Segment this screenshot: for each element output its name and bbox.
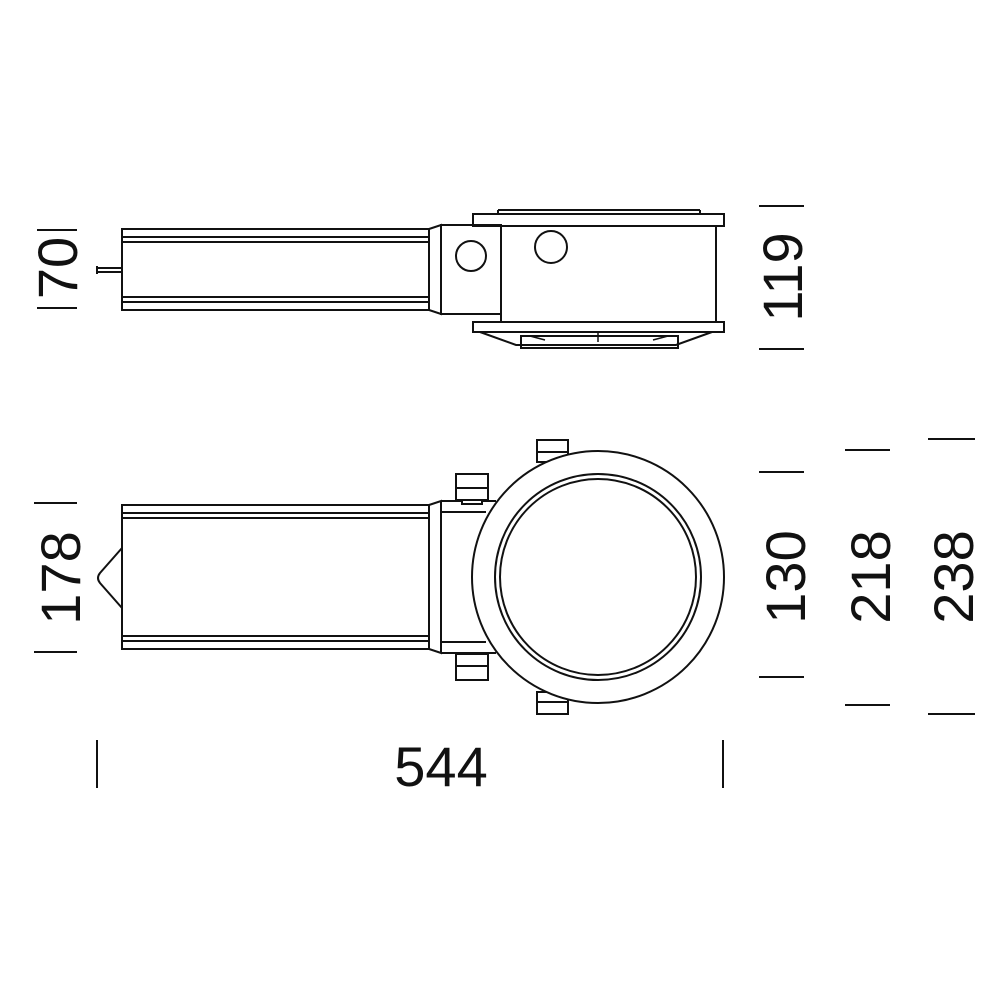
dim-label-70: 70 bbox=[26, 237, 89, 299]
dimension-119: 119 bbox=[751, 205, 814, 350]
dimension-238: 238 bbox=[922, 438, 985, 715]
dim-label-238: 238 bbox=[922, 530, 985, 623]
dim-label-218: 218 bbox=[839, 530, 902, 623]
dimension-218: 218 bbox=[839, 449, 902, 706]
dimension-130: 130 bbox=[754, 471, 817, 678]
dim-label-119: 119 bbox=[751, 232, 814, 321]
dimension-178: 178 bbox=[29, 502, 92, 653]
side-view bbox=[96, 209, 725, 349]
dim-label-544: 544 bbox=[394, 735, 487, 798]
dim-label-178: 178 bbox=[29, 531, 92, 624]
dimension-544: 544 bbox=[96, 735, 724, 798]
dimension-70: 70 bbox=[26, 229, 89, 309]
plan-view bbox=[97, 439, 725, 715]
dim-label-130: 130 bbox=[754, 530, 817, 623]
